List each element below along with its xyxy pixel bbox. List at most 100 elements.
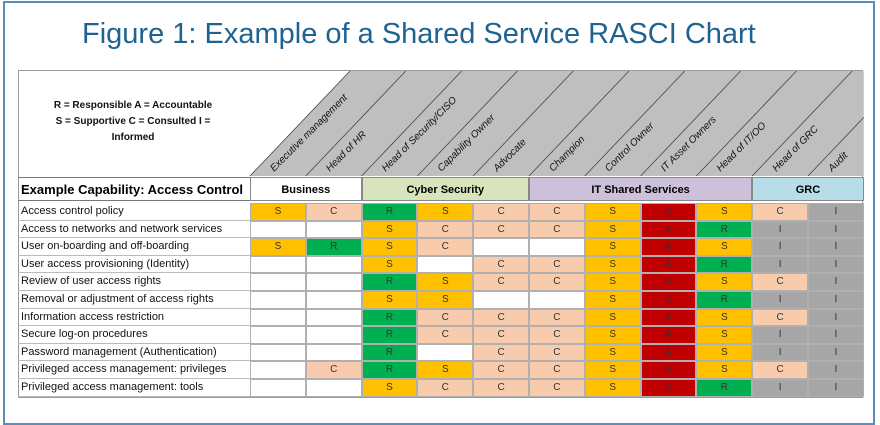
rasci-cell: I — [808, 238, 864, 256]
rasci-cell: C — [417, 326, 474, 344]
figure-title: Figure 1: Example of a Shared Service RA… — [82, 18, 756, 50]
rasci-cell: C — [752, 203, 808, 221]
rasci-cell: R — [696, 255, 753, 274]
rasci-cell: S — [361, 379, 418, 397]
rasci-cell — [473, 291, 529, 309]
rasci-cell: S — [696, 203, 753, 221]
group-header: Cyber Security — [361, 177, 529, 201]
rasci-cell: R — [361, 273, 418, 291]
row-label: Privileged access management: tools — [18, 379, 250, 397]
rasci-cell: C — [529, 326, 585, 344]
rasci-cell: S — [696, 308, 753, 327]
rasci-cell: A — [640, 273, 697, 291]
rasci-cell: C — [473, 203, 529, 221]
row-label: User access provisioning (Identity) — [18, 256, 250, 274]
rasci-cell: C — [529, 273, 585, 291]
rasci-cell — [305, 379, 362, 397]
legend-line-1: R = Responsible A = Accountable — [53, 100, 213, 111]
rasci-cell: I — [752, 379, 808, 397]
rasci-cell: C — [473, 379, 529, 397]
row-label: Access control policy — [18, 203, 250, 221]
rasci-cell: S — [584, 308, 641, 327]
group-header: GRC — [752, 177, 864, 201]
rasci-cell — [250, 308, 306, 327]
rasci-cell: S — [361, 255, 418, 274]
rasci-cell: C — [305, 203, 362, 221]
rasci-cell: C — [529, 379, 585, 397]
group-header: Business — [250, 177, 362, 201]
rasci-cell: I — [808, 203, 864, 221]
rasci-cell: I — [808, 379, 864, 397]
rasci-cell: I — [752, 220, 808, 239]
header-divider — [807, 117, 865, 177]
rasci-cell: S — [584, 220, 641, 239]
header-divider — [361, 70, 462, 177]
rasci-cell: R — [696, 291, 753, 309]
rasci-cell: I — [808, 343, 864, 362]
rasci-cell: S — [696, 273, 753, 291]
row-label: Privileged access management: privileges — [18, 361, 250, 379]
rasci-cell — [250, 220, 306, 239]
rasci-cell — [305, 273, 362, 291]
row-label: Review of user access rights — [18, 273, 250, 291]
header-divider — [249, 70, 351, 177]
rasci-cell: A — [640, 361, 697, 379]
header-divider — [305, 70, 407, 177]
rasci-cell: S — [584, 203, 641, 221]
rasci-cell — [305, 308, 362, 327]
rasci-cell: C — [417, 379, 474, 397]
rasci-cell: C — [473, 308, 529, 327]
rasci-cell: C — [529, 308, 585, 327]
rasci-cell: S — [584, 343, 641, 362]
rasci-cell: S — [696, 238, 753, 256]
rasci-cell: C — [473, 361, 529, 379]
rasci-cell: S — [696, 361, 753, 379]
legend-line-2: S = Supportive C = Consulted I = — [55, 116, 211, 127]
rasci-cell: S — [696, 326, 753, 344]
rasci-cell: R — [361, 361, 418, 379]
rasci-cell: S — [584, 379, 641, 397]
rasci-cell: C — [752, 361, 808, 379]
header-background — [250, 71, 864, 176]
rasci-cell — [417, 343, 474, 362]
header-divider — [528, 70, 630, 177]
rasci-cell: S — [361, 220, 418, 239]
rasci-cell — [250, 343, 306, 362]
row-label: Removal or adjustment of access rights — [18, 291, 250, 309]
rasci-cell — [417, 255, 474, 274]
row-label: Access to networks and network services — [18, 221, 250, 239]
header-divider — [417, 70, 518, 177]
rasci-cell — [305, 326, 362, 344]
rasci-cell: S — [417, 273, 474, 291]
rasci-cell — [250, 361, 306, 379]
rasci-cell: S — [250, 238, 306, 256]
rasci-cell: A — [640, 220, 697, 239]
rasci-cell: C — [305, 361, 362, 379]
rasci-cell: R — [696, 379, 753, 397]
rasci-cell: C — [752, 273, 808, 291]
rasci-cell: R — [696, 220, 753, 239]
rasci-cell: S — [584, 361, 641, 379]
rasci-cell: R — [361, 326, 418, 344]
rasci-cell: S — [696, 343, 753, 362]
capability-label: Example Capability: Access Control — [18, 177, 250, 201]
rasci-cell — [529, 238, 585, 256]
rasci-cell: S — [417, 203, 474, 221]
legend: R = Responsible A = Accountable S = Supp… — [18, 98, 248, 146]
row-label: User on-boarding and off-boarding — [18, 238, 250, 256]
rasci-cell: C — [473, 255, 529, 274]
rasci-cell: C — [473, 220, 529, 239]
rasci-cell: C — [417, 220, 474, 239]
header-divider — [584, 70, 686, 177]
header-divider — [696, 70, 797, 177]
rasci-cell — [250, 291, 306, 309]
rasci-cell: I — [808, 326, 864, 344]
rasci-cell: I — [752, 238, 808, 256]
rasci-cell: I — [808, 291, 864, 309]
rasci-cell: S — [361, 238, 418, 256]
rasci-cell: R — [361, 203, 418, 221]
rasci-cell: C — [529, 343, 585, 362]
group-header: IT Shared Services — [529, 177, 753, 201]
rasci-cell — [250, 326, 306, 344]
rasci-cell: R — [305, 238, 362, 256]
